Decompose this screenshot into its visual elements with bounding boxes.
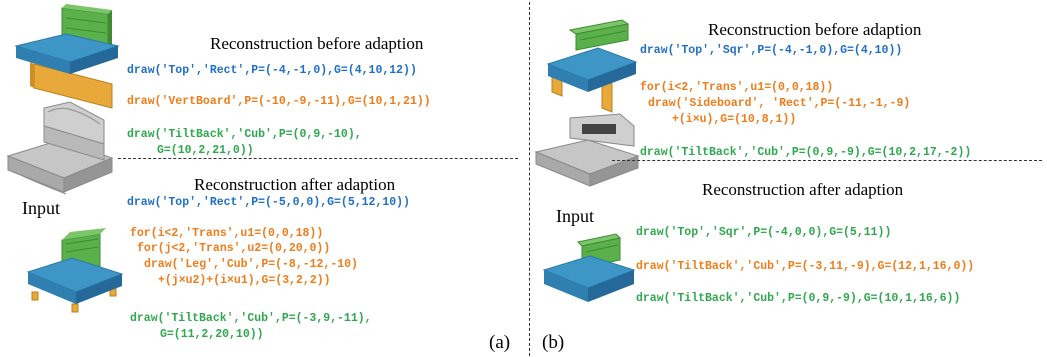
bed-after-adaption-a — [26, 228, 124, 313]
input-bed-a — [6, 101, 114, 195]
heading-after-adaption-a: Reconstruction after adaption — [194, 175, 396, 194]
code-line: draw('Top','Rect',P=(-5,0,0),G=(5,12,10)… — [127, 196, 410, 209]
heading-before-adaption-b: Reconstruction before adaption — [708, 20, 922, 39]
code-line: draw('VertBoard',P=(-10,-9,-11),G=(10,1,… — [127, 95, 431, 108]
input-bed-b — [534, 113, 640, 187]
input-label-a: Input — [22, 198, 60, 218]
code-line: draw('TiltBack','Cub',P=(0,9,-9),G=(10,2… — [640, 146, 972, 159]
heading-after-adaption-b: Reconstruction after adaption — [702, 180, 904, 199]
divider-horizontal-b — [612, 160, 1042, 161]
code-line: draw('TiltBack','Cub',P=(0,9,-9),G=(10,1… — [636, 292, 961, 305]
code-line: draw('Top','Sqr',P=(-4,0,0),G=(5,11)) — [636, 226, 892, 239]
code-line: for(i<2,'Trans',u1=(0,0,18)) — [640, 81, 834, 94]
code-line: draw('Sideboard', 'Rect',P=(-11,-1,-9) — [648, 97, 911, 110]
code-line: draw('TiltBack','Cub',P=(-3,9,-11), — [130, 312, 372, 325]
divider-horizontal-a — [118, 158, 518, 159]
code-line: G=(11,2,20,10)) — [160, 328, 264, 341]
bed-before-adaption-a — [14, 4, 120, 109]
bed-after-adaption-b — [542, 233, 636, 302]
code-line: draw('TiltBack','Cub',P=(0,9,-10), — [127, 128, 362, 141]
heading-before-adaption-a: Reconstruction before adaption — [210, 34, 424, 53]
code-line: +(i×u),G=(10,8,1)) — [672, 113, 797, 126]
code-line: for(j<2,'Trans',u2=(0,20,0)) — [137, 242, 331, 255]
divider-vertical — [529, 2, 530, 356]
code-line: draw('Top','Sqr',P=(-4,-1,0),G=(4,10)) — [640, 44, 903, 57]
code-line: draw('Top','Rect',P=(-4,-1,0),G=(4,10,12… — [127, 64, 417, 77]
code-line: +(j×u2)+(i×u1),G=(3,2,2)) — [158, 274, 331, 287]
bed-before-adaption-b — [546, 19, 638, 113]
panel-label-a: (a) — [489, 332, 511, 353]
panel-label-b: (b) — [542, 332, 565, 353]
code-line: draw('Leg','Cub',P=(-8,-12,-10) — [144, 258, 358, 271]
input-label-b: Input — [556, 206, 594, 226]
code-line: draw('TiltBack','Cub',P=(-3,11,-9),G=(12… — [636, 260, 975, 273]
code-line: G=(10,2,21,0)) — [157, 144, 254, 157]
code-line: for(i<2,'Trans',u1=(0,0,18)) — [130, 227, 324, 240]
